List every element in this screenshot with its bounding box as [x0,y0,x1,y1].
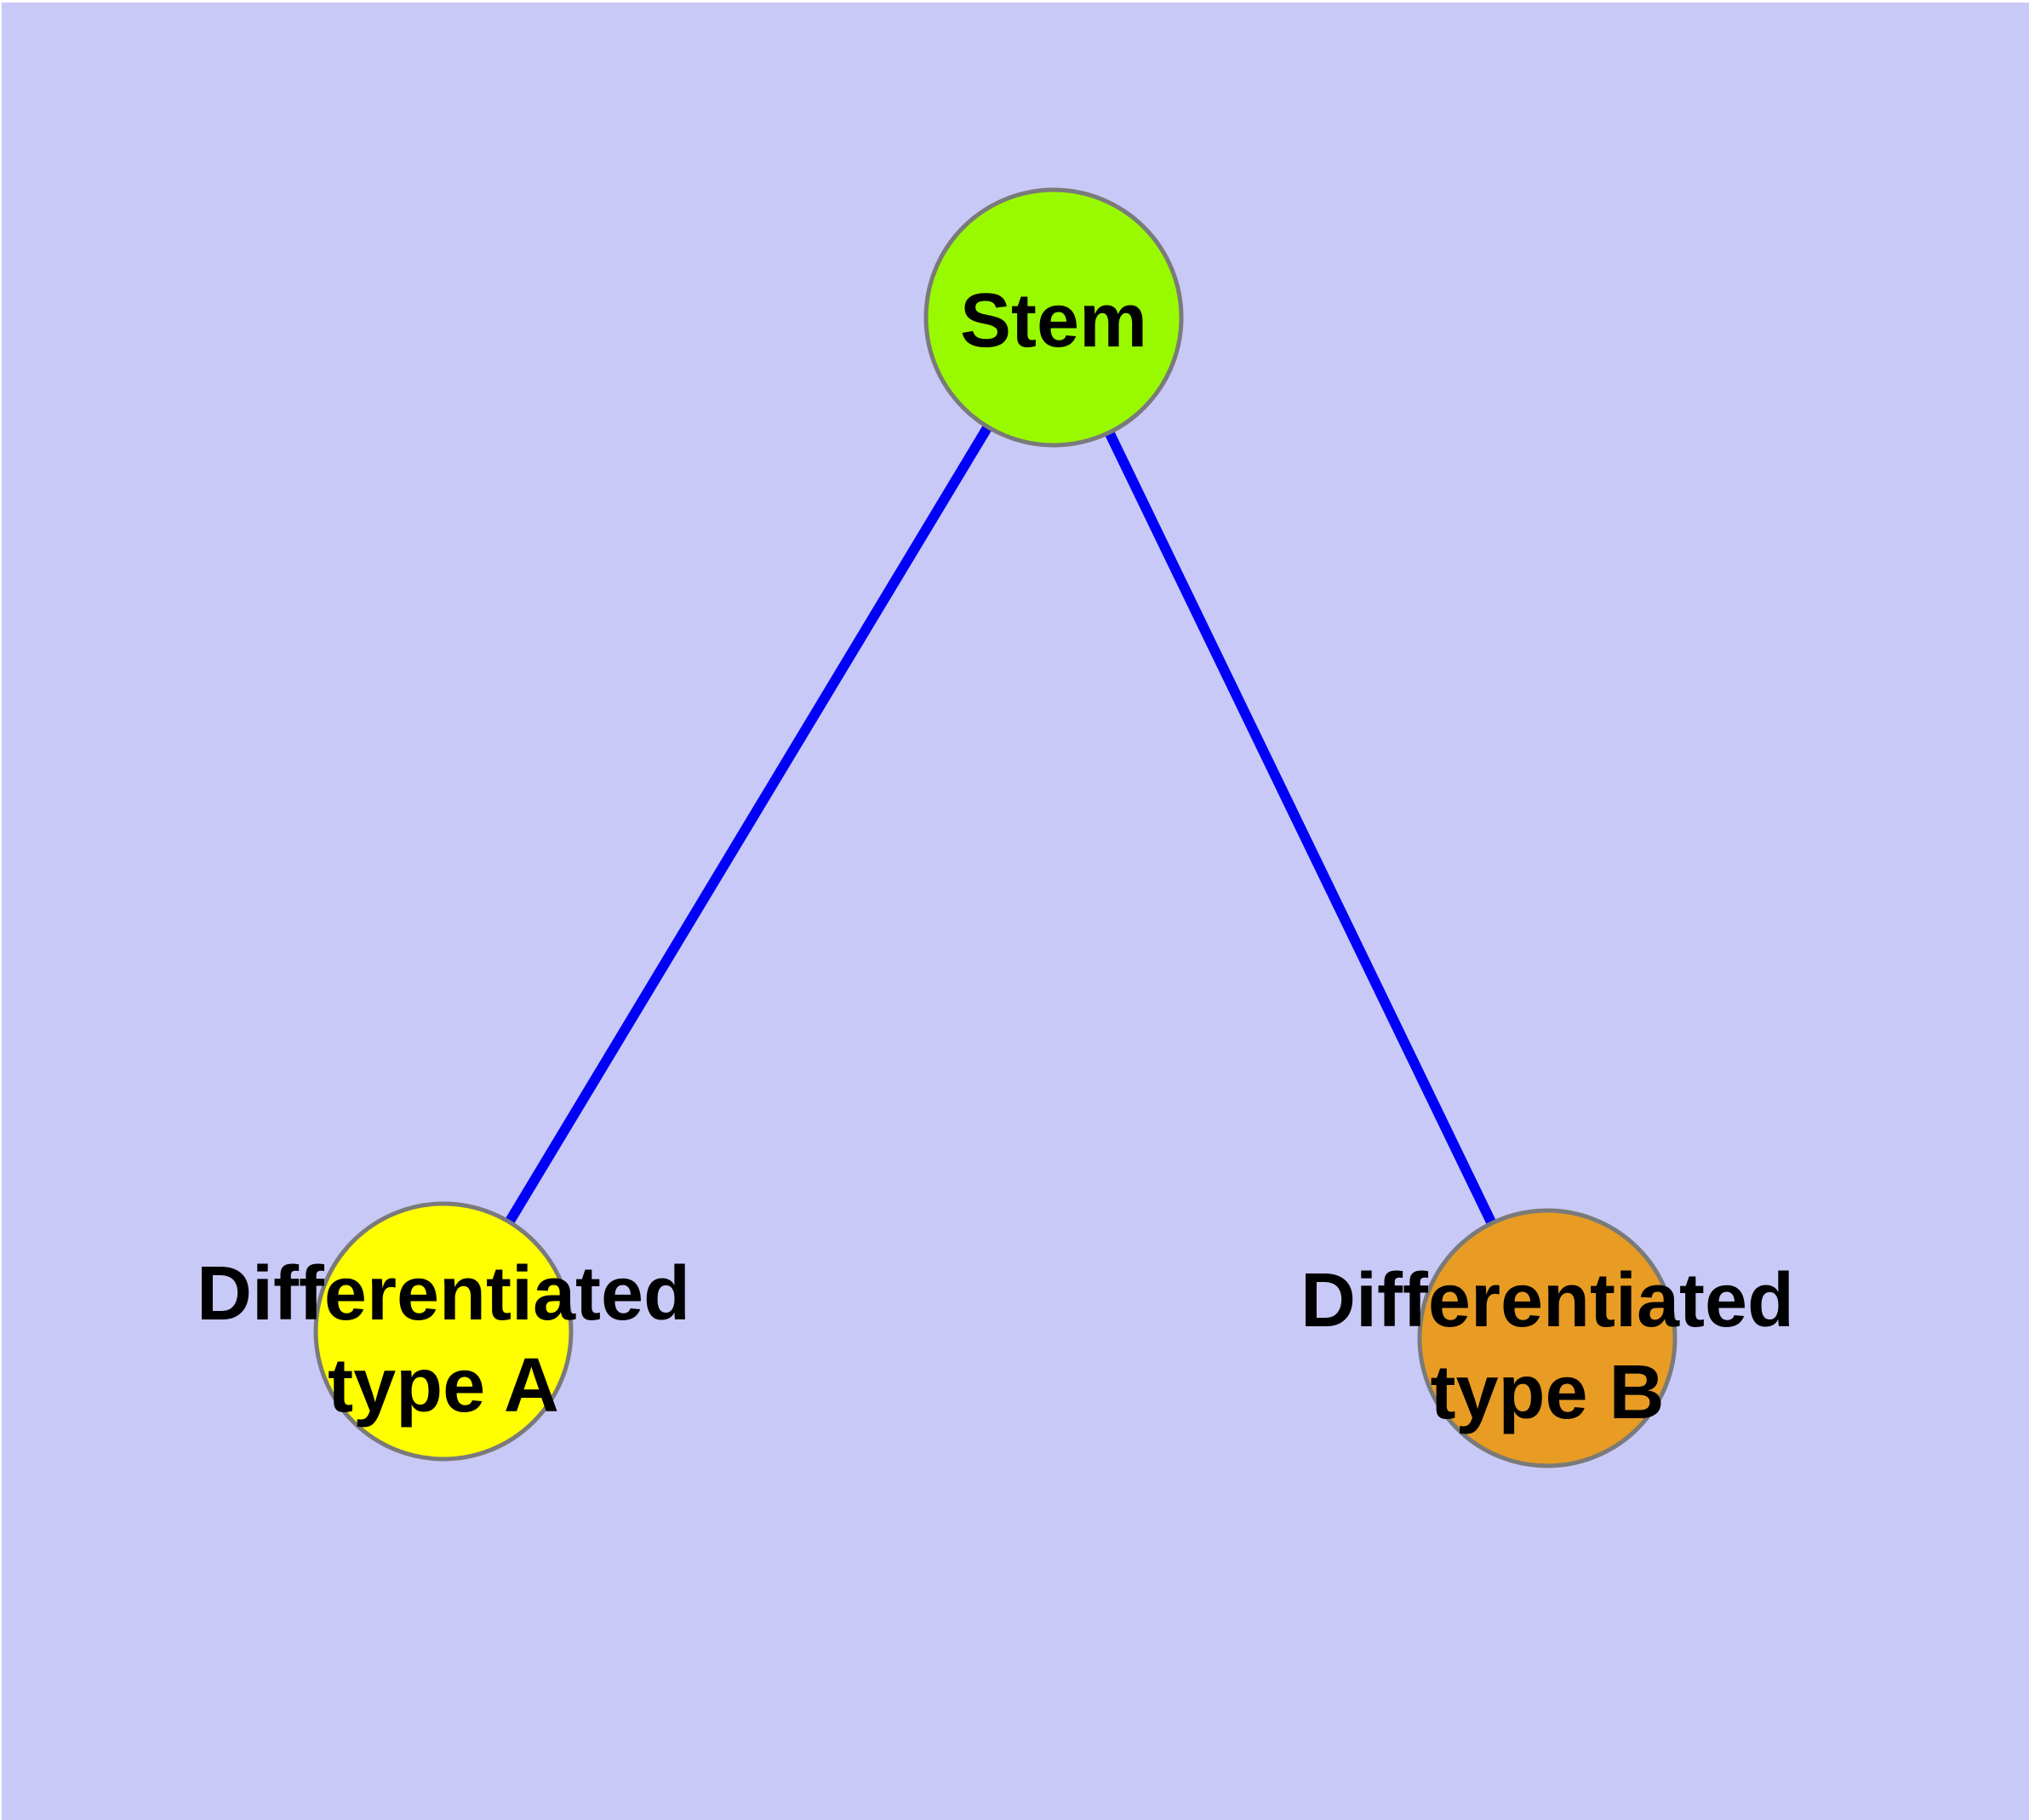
node-differentiated-type-b: Differentiated type B [1300,1208,1794,1468]
node-differentiated-type-b-circle[interactable] [1417,1208,1677,1468]
edge-stem-to-type-b[interactable] [1049,315,1552,1341]
edge-layer [438,314,1552,1341]
node-differentiated-type-b-label-line2: type B [1430,1350,1664,1435]
node-differentiated-type-a-circle[interactable] [313,1201,574,1462]
node-differentiated-type-a-label-line2: type A [328,1343,559,1428]
node-stem-label: Stem [960,278,1147,363]
node-differentiated-type-a: Differentiated type A [197,1201,690,1462]
node-stem-circle[interactable] [923,187,1184,448]
node-stem: Stem [923,187,1184,448]
node-differentiated-type-a-label-line1: Differentiated [197,1251,690,1336]
node-differentiated-type-b-label-line1: Differentiated [1300,1258,1794,1343]
edge-stem-to-type-a[interactable] [438,314,1059,1335]
